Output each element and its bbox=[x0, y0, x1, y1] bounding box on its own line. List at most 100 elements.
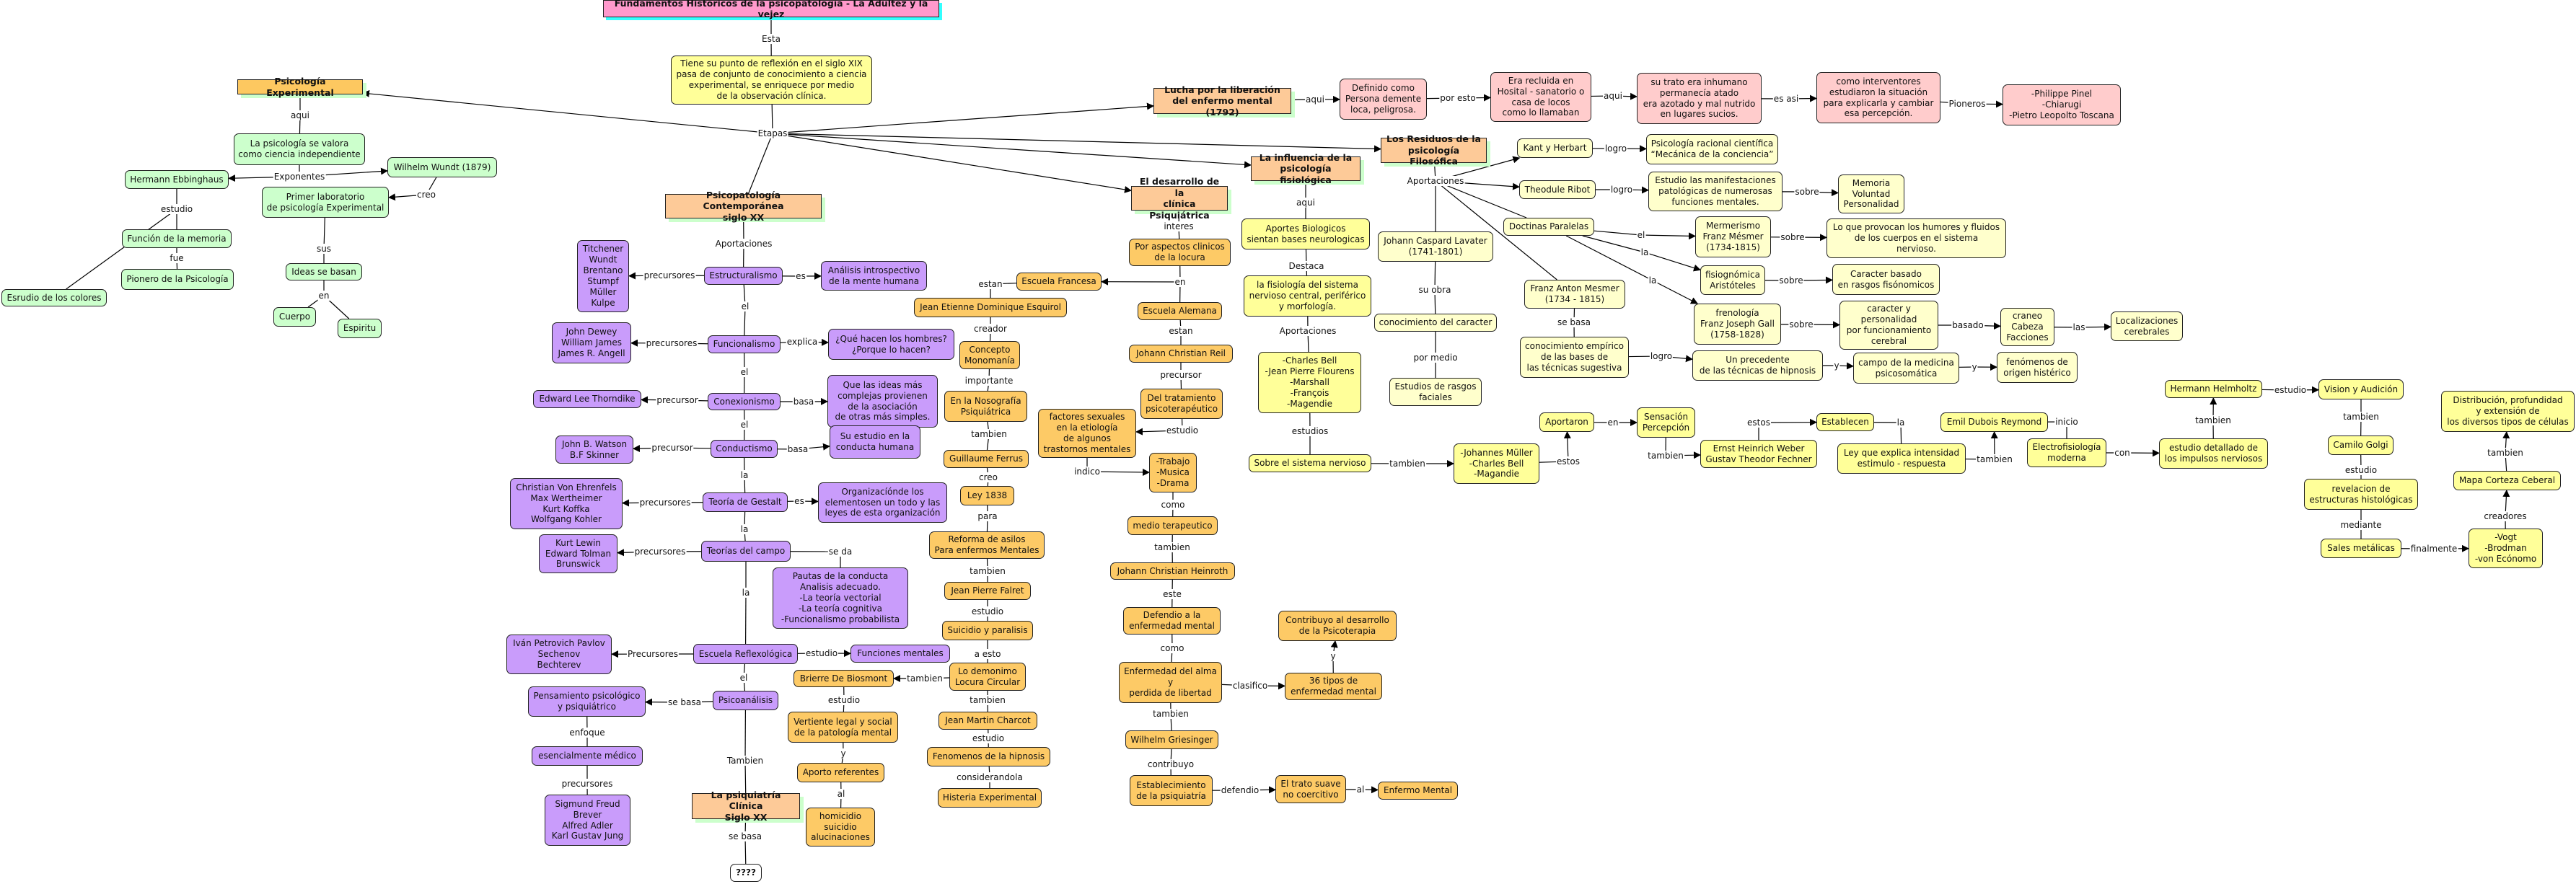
concept-helmholtz[interactable]: Hermann Helmholtz bbox=[2165, 380, 2262, 398]
concept-sensacion[interactable]: Sensación Percepción bbox=[1637, 407, 1695, 438]
concept-demonimo[interactable]: Lo demonimo Locura Circular bbox=[949, 663, 1026, 691]
concept-factores[interactable]: factores sexuales en la etiología de alg… bbox=[1038, 409, 1136, 458]
concept-valora[interactable]: La psicología se valora como ciencia ind… bbox=[234, 133, 365, 165]
concept-lewin[interactable]: Kurt Lewin Edward Tolman Brunswick bbox=[539, 534, 617, 573]
concept-rasgos[interactable]: Estudios de rasgos faciales bbox=[1389, 378, 1482, 406]
concept-espiritu[interactable]: Espiritu bbox=[338, 319, 382, 338]
concept-craneo[interactable]: craneo Cabeza Facciones bbox=[2000, 308, 2054, 346]
concept-empirico[interactable]: conocimiento empírico de las bases de la… bbox=[1520, 337, 1629, 378]
concept-suestudio[interactable]: Su estudio en la conducta humana bbox=[830, 425, 920, 459]
concept-establecen[interactable]: Establecen bbox=[1816, 413, 1874, 431]
concept-fisiologia[interactable]: la fisiología del sistema nervioso centr… bbox=[1244, 275, 1371, 317]
concept-residuos[interactable]: Los Residuos de la psicología Filosófica bbox=[1381, 133, 1487, 167]
concept-vogt[interactable]: -Vogt -Brodman -von Ecónomo bbox=[2469, 529, 2543, 568]
concept-heinroth[interactable]: Johann Christian Heinroth bbox=[1110, 562, 1235, 580]
concept-tipos36[interactable]: 36 tipos de enfermedad mental bbox=[1285, 673, 1382, 700]
concept-watson[interactable]: John B. Watson B.F Skinner bbox=[555, 436, 633, 464]
concept-establec[interactable]: Establecimiento de la psiquiatría bbox=[1130, 775, 1213, 806]
concept-escalemana[interactable]: Escuela Alemana bbox=[1138, 302, 1222, 320]
concept-histeria[interactable]: Histeria Experimental bbox=[938, 788, 1042, 808]
concept-manifest[interactable]: Estudio las manifestaciones patológicas … bbox=[1648, 172, 1782, 211]
concept-aportaron[interactable]: Aportaron bbox=[1539, 412, 1594, 432]
concept-memoria2[interactable]: Memoria Voluntad Personalidad bbox=[1838, 174, 1904, 213]
concept-emil[interactable]: Emil Dubois Reymond bbox=[1940, 412, 2048, 432]
concept-bell[interactable]: -Charles Bell -Jean Pierre Flourens -Mar… bbox=[1258, 352, 1361, 413]
concept-alma[interactable]: Enfermedad del alma y perdida de liberta… bbox=[1119, 662, 1222, 703]
concept-pavlov[interactable]: Iván Petrovich Pavlov Sechenov Bechterev bbox=[506, 635, 612, 674]
concept-caracter[interactable]: conocimiento del caracter bbox=[1374, 314, 1497, 332]
concept-analisis[interactable]: Análisis introspectivo de la mente human… bbox=[821, 261, 927, 291]
concept-freud[interactable]: Sigmund Freud Brever Alfred Adler Karl G… bbox=[545, 795, 630, 846]
concept-dewey[interactable]: John Dewey William James James R. Angell bbox=[552, 322, 631, 363]
concept-funciones[interactable]: Funciones mentales bbox=[850, 645, 950, 663]
concept-distrib[interactable]: Distribución, profundidad y extensión de… bbox=[2441, 391, 2575, 432]
concept-humores[interactable]: Lo que provocan los humores y fluidos de… bbox=[1827, 218, 2006, 258]
concept-ley1838[interactable]: Ley 1838 bbox=[960, 486, 1014, 505]
concept-quehacen[interactable]: ¿Qué hacen los hombres? ¿Porque lo hacen… bbox=[828, 329, 954, 360]
concept-vertiente[interactable]: Vertiente legal y social de la patología… bbox=[788, 712, 898, 743]
concept-mesmer[interactable]: Franz Anton Mesmer (1734 - 1815) bbox=[1524, 280, 1625, 309]
concept-aportesbio[interactable]: Aportes Biologicos sientan bases neurolo… bbox=[1241, 218, 1370, 249]
concept-detallado[interactable]: estudio detallado de los impulsos nervio… bbox=[2159, 438, 2268, 469]
concept-cuerpo[interactable]: Cuerpo bbox=[273, 307, 316, 327]
concept-interventores[interactable]: como interventores estudiaron la situaci… bbox=[1816, 72, 1940, 123]
concept-psicosom[interactable]: campo de la medicina psicosomática bbox=[1853, 353, 1959, 384]
concept-sobresn[interactable]: Sobre el sistema nervioso bbox=[1249, 454, 1371, 472]
concept-lucha[interactable]: Lucha por la liberación del enfermo ment… bbox=[1153, 84, 1291, 118]
map-title[interactable]: Fundamentos Históricos de la psicopatolo… bbox=[603, 0, 939, 19]
concept-weber[interactable]: Ernst Heinrich Weber Gustav Theodor Fech… bbox=[1700, 440, 1817, 468]
concept-falret[interactable]: Jean Pierre Falret bbox=[944, 582, 1031, 600]
concept-aporto[interactable]: Aporto referentes bbox=[797, 763, 884, 782]
concept-enfermo[interactable]: Enfermo Mental bbox=[1378, 782, 1458, 800]
concept-lab[interactable]: Primer laboratorio de psicología Experim… bbox=[262, 187, 389, 218]
concept-esquirol[interactable]: Jean Etienne Dominique Esquirol bbox=[914, 298, 1067, 317]
concept-ferrus[interactable]: Guillaume Ferrus bbox=[944, 450, 1029, 468]
concept-influencia[interactable]: La influencia de la psicología fisiológi… bbox=[1251, 152, 1360, 185]
concept-trato[interactable]: El trato suave no coercitivo bbox=[1275, 775, 1346, 803]
concept-lavater[interactable]: Johann Caspard Lavater (1741-1801) bbox=[1378, 231, 1493, 262]
concept-queideas[interactable]: Que las ideas más complejas provienen de… bbox=[827, 375, 938, 428]
concept-homicidio[interactable]: homicidio suicidio alucinaciones bbox=[806, 808, 875, 847]
concept-muller[interactable]: -Johannes Müller -Charles Bell -Magandie bbox=[1454, 443, 1539, 484]
concept-campo[interactable]: Teorías del campo bbox=[701, 541, 791, 562]
concept-psicopat[interactable]: Psicopatología Contemporánea siglo XX bbox=[665, 190, 822, 223]
concept-trabajo[interactable]: -Trabajo -Musica -Drama bbox=[1149, 453, 1197, 492]
concept-doctrinas[interactable]: Doctinas Paralelas bbox=[1503, 218, 1594, 236]
concept-poraspectos[interactable]: Por aspectos clinicos de la locura bbox=[1129, 239, 1231, 266]
concept-desarrollo[interactable]: El desarrollo de la clínica Psiquiátrica bbox=[1131, 176, 1228, 221]
concept-reflexo[interactable]: Escuela Reflexológica bbox=[693, 644, 798, 664]
concept-suicidio[interactable]: Suicidio y paralisis bbox=[942, 621, 1033, 640]
concept-definido[interactable]: Definido como Persona demente loca, peli… bbox=[1340, 79, 1427, 120]
concept-ribot[interactable]: Theodule Ribot bbox=[1519, 180, 1596, 199]
concept-estruct[interactable]: Estructuralismo bbox=[704, 267, 783, 285]
concept-frenologia[interactable]: frenología Franz Joseph Gall (1758-1828) bbox=[1694, 304, 1781, 345]
concept-sutrato[interactable]: su trato era inhumano permanecía atado e… bbox=[1637, 73, 1762, 124]
concept-recluida[interactable]: Era recluida en Hosital - sanatorio o ca… bbox=[1490, 72, 1591, 122]
concept-rasgosfis[interactable]: Caracter basado en rasgos fisónomicos bbox=[1832, 264, 1940, 295]
concept-tiene[interactable]: Tiene su punto de reflexión en el siglo … bbox=[671, 56, 872, 105]
concept-reforma[interactable]: Reforma de asilos Para enfermos Mentales bbox=[929, 531, 1045, 559]
concept-electro[interactable]: Electrofisiología moderna bbox=[2027, 438, 2106, 467]
concept-griesinger[interactable]: Wilhelm Griesinger bbox=[1125, 730, 1218, 749]
concept-medio[interactable]: medio terapeutico bbox=[1127, 516, 1218, 535]
concept-golgi[interactable]: Camilo Golgi bbox=[2328, 436, 2393, 455]
concept-fisiognom[interactable]: fisiognómica Aristóteles bbox=[1700, 265, 1765, 295]
concept-localiz[interactable]: Localizaciones cerebrales bbox=[2111, 311, 2183, 341]
concept-concepto[interactable]: Concepto Monomanía bbox=[959, 341, 1020, 369]
concept-revelacion[interactable]: revelacion de estructuras histológicas bbox=[2304, 479, 2418, 510]
concept-mermerismo[interactable]: Mermerismo Franz Mésmer (1734-1815) bbox=[1695, 216, 1771, 257]
concept-brierre[interactable]: Brierre De Biosmont bbox=[794, 670, 894, 687]
concept-psicoanal[interactable]: Psicoanálisis bbox=[713, 691, 778, 710]
concept-vision[interactable]: Vision y Audición bbox=[2318, 379, 2404, 399]
concept-precedente[interactable]: Un precedente de las técnicas de hipnosi… bbox=[1692, 350, 1823, 381]
concept-leyexplica[interactable]: Ley que explica intensidad estimulo - re… bbox=[1837, 443, 1966, 474]
concept-sales[interactable]: Sales metálicas bbox=[2321, 539, 2401, 558]
concept-reil[interactable]: Johann Christian Reil bbox=[1129, 345, 1233, 363]
concept-christian[interactable]: Christian Von Ehrenfels Max Wertheimer K… bbox=[510, 478, 623, 529]
concept-escfrancesa[interactable]: Escuela Francesa bbox=[1016, 273, 1102, 291]
concept-ideas[interactable]: Ideas se basan bbox=[286, 263, 362, 280]
concept-psiexp[interactable]: Psicología Experimental bbox=[237, 76, 363, 98]
concept-pensamiento[interactable]: Pensamiento psicológico y psiquiátrico bbox=[528, 686, 646, 717]
concept-pautas[interactable]: Pautas de la conducta Analisis adecuado.… bbox=[773, 567, 908, 629]
concept-fenomenos[interactable]: Fenomenos de la hipnosis bbox=[927, 747, 1050, 766]
